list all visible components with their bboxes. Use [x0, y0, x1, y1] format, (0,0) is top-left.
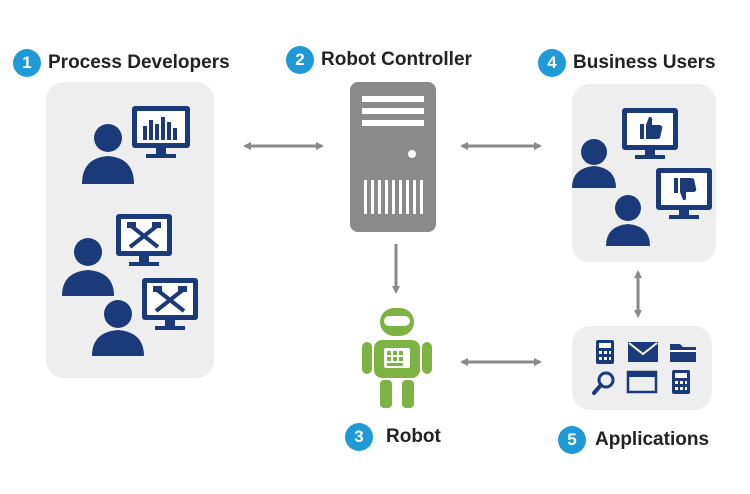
monitor-equalizer-icon — [132, 106, 190, 158]
folder-icon — [670, 344, 696, 362]
envelope-icon — [628, 342, 658, 362]
badge-robot: 3 — [345, 423, 373, 451]
label-business-users: Business Users — [573, 52, 716, 73]
monitor-thumbs-down-icon — [656, 168, 712, 219]
person-icon — [82, 124, 134, 184]
robot-icon — [360, 306, 434, 410]
badge-applications: 5 — [558, 426, 586, 454]
process-developers-panel — [46, 82, 214, 378]
label-applications: Applications — [595, 429, 710, 450]
person-icon — [572, 139, 616, 188]
window-icon — [626, 370, 658, 394]
label-process-developers: Process Developers — [48, 52, 230, 73]
calculator-icon — [672, 370, 690, 394]
label-robot: Robot — [386, 426, 441, 447]
label-robot-controller: Robot Controller — [321, 49, 472, 70]
business-users-panel — [572, 84, 716, 262]
person-icon — [62, 238, 114, 296]
person-icon — [92, 300, 144, 356]
monitor-tools-icon — [116, 214, 172, 266]
badge-process-developers: 1 — [13, 49, 41, 77]
monitor-tools-icon — [142, 278, 198, 330]
applications-panel — [572, 326, 712, 410]
server-icon — [350, 82, 436, 232]
badge-business-users: 4 — [538, 49, 566, 77]
person-icon — [606, 195, 650, 246]
badge-robot-controller: 2 — [286, 46, 314, 74]
search-icon — [592, 371, 615, 395]
monitor-thumbs-up-icon — [622, 108, 678, 159]
calculator-icon — [596, 340, 614, 364]
